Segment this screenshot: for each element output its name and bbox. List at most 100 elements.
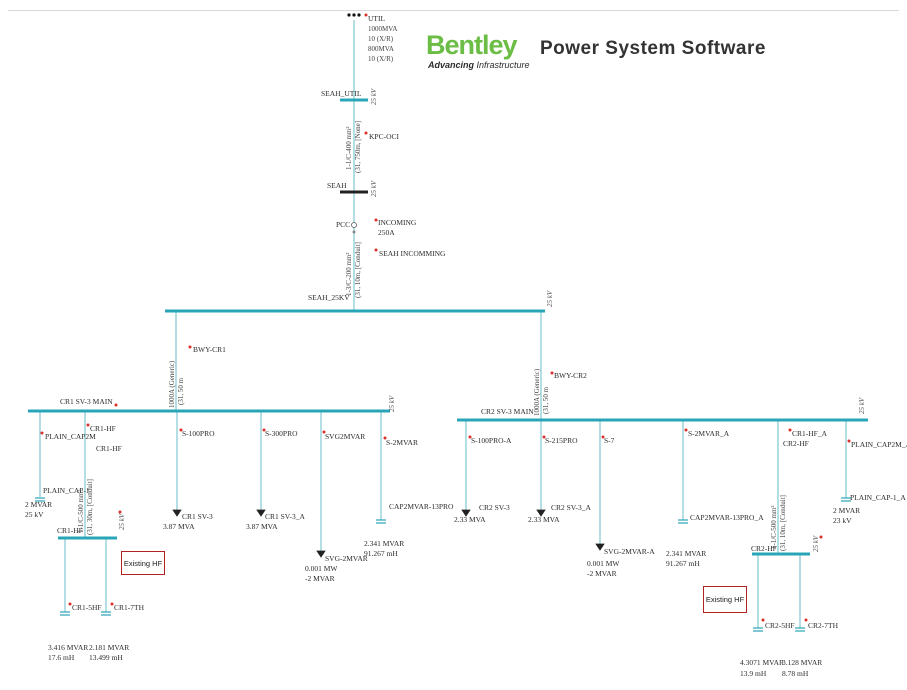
logo-tagline: Advancing Infrastructure bbox=[428, 60, 530, 70]
feeder-label: CR1-HF_A bbox=[792, 429, 828, 438]
marker-icon bbox=[788, 428, 792, 432]
bus-label: CR2-HF bbox=[751, 544, 777, 553]
filter-value: 17.6 mH bbox=[48, 653, 75, 662]
relay-label: SEAH INCOMMING bbox=[379, 249, 446, 258]
bus-kv: 25 kV bbox=[812, 535, 820, 552]
marker-icon bbox=[114, 403, 118, 407]
top-divider bbox=[8, 10, 899, 11]
filter-value: 2.341 MVAR bbox=[666, 549, 706, 558]
filter-value: 4.3071 MVAR bbox=[740, 658, 784, 667]
filter-value: 91.267 mH bbox=[364, 549, 398, 558]
load-value: -2 MVAR bbox=[305, 574, 335, 583]
marker-icon bbox=[179, 428, 183, 432]
load-value: 3.87 MVA bbox=[246, 522, 278, 531]
page-title: Power System Software bbox=[540, 38, 766, 59]
marker-icon bbox=[684, 428, 688, 432]
cable-spec: (31, 10m, [Conduit] bbox=[779, 495, 787, 551]
load-value: 3.87 MVA bbox=[163, 522, 195, 531]
marker-icon bbox=[383, 436, 387, 440]
filter-value: 91.267 mH bbox=[666, 559, 700, 568]
bus-label: CR1-HF bbox=[57, 526, 83, 535]
load-label: CR1 SV-3_A bbox=[265, 512, 306, 521]
marker-icon bbox=[86, 423, 90, 427]
marker-icon bbox=[262, 428, 266, 432]
load-icon[interactable] bbox=[461, 509, 471, 517]
bus-kv: 25 kV bbox=[388, 395, 396, 412]
feeder-label: S-215PRO bbox=[545, 436, 578, 445]
marker-icon bbox=[364, 131, 368, 135]
load-icon[interactable] bbox=[595, 543, 605, 551]
logo-tagline-rest: Infrastructure bbox=[474, 60, 530, 70]
marker-icon bbox=[364, 13, 368, 17]
cable-spec: (31, 50 m bbox=[177, 377, 185, 405]
existing-hf-box-cr1[interactable]: Existing HF bbox=[121, 551, 165, 575]
cable-spec: 1000A (Generic) bbox=[168, 360, 176, 408]
cap-kv: 23 kV bbox=[833, 516, 852, 525]
utility-detail: 1000MVA bbox=[368, 25, 397, 33]
cap-value: 2 MVAR bbox=[833, 506, 860, 515]
feeder-label: PLAIN_CAP-1_A bbox=[850, 493, 906, 502]
filter-value: 2.341 MVAR bbox=[364, 539, 404, 548]
filter-label: CR2-5HF bbox=[765, 621, 795, 630]
load-icon[interactable] bbox=[536, 509, 546, 517]
cable-spec: (31, 750m, [None] bbox=[354, 121, 362, 173]
marker-icon bbox=[374, 218, 378, 222]
utility-detail: 10 (X/R) bbox=[368, 35, 394, 43]
feeder-label: S-100PRO-A bbox=[471, 436, 512, 445]
pcc-label: PCC bbox=[336, 220, 350, 229]
feeder-label: S-100PRO bbox=[182, 429, 215, 438]
feeder-label: CR1-HF bbox=[90, 424, 116, 433]
load-icon[interactable] bbox=[256, 509, 266, 517]
filter-label: CR1-7TH bbox=[114, 603, 145, 612]
cable-spec: 1-1/C-400 mm² bbox=[345, 126, 353, 170]
marker-icon bbox=[847, 439, 851, 443]
load-label: SVG-2MVAR-A bbox=[604, 547, 655, 556]
bus-label: CR1 SV-3 MAIN bbox=[60, 397, 113, 406]
marker-icon bbox=[761, 618, 765, 622]
marker-icon bbox=[68, 602, 72, 606]
bus-kv: 25 kV bbox=[118, 513, 126, 530]
breaker-label: INCOMING bbox=[378, 218, 417, 227]
filter-label: CAP2MVAR-13PRO bbox=[389, 502, 454, 511]
filter-label: CR1-5HF bbox=[72, 603, 102, 612]
cable-spec: (31, 30m, [Conduit] bbox=[86, 479, 94, 535]
utility-source-icon[interactable] bbox=[347, 13, 361, 17]
bus-kv: 25 kV bbox=[858, 397, 866, 414]
cable-spec: 1-1/C-500 mm² bbox=[77, 489, 85, 533]
feeder-label: CR1-HF bbox=[96, 444, 122, 453]
filter-value: 3.416 MVAR bbox=[48, 643, 88, 652]
pcc-breaker-icon[interactable] bbox=[351, 222, 357, 228]
load-label: CR2 SV-3 bbox=[479, 503, 510, 512]
existing-hf-box-cr2[interactable]: Existing HF bbox=[703, 586, 747, 613]
marker-icon bbox=[550, 371, 554, 375]
marker-icon bbox=[804, 618, 808, 622]
marker-icon bbox=[40, 431, 44, 435]
feeder-label: PLAIN_CAP-1 bbox=[43, 486, 90, 495]
utility-name: UTIL bbox=[368, 14, 385, 23]
breaker-rating: 250A bbox=[378, 228, 395, 237]
cable-spec: 1-1/C-500 mm² bbox=[770, 505, 778, 549]
bus-kv: 25 kV bbox=[370, 88, 378, 105]
feeder-label: S-7 bbox=[604, 436, 615, 445]
load-icon[interactable] bbox=[316, 550, 326, 558]
cable-spec: 1-3/C-200 mm² bbox=[345, 252, 353, 296]
load-label: SVG-2MVAR bbox=[325, 554, 368, 563]
bus-label: CR2 SV-3 MAIN bbox=[481, 407, 534, 416]
marker-icon bbox=[819, 535, 823, 539]
filter-value: 3.128 MVAR bbox=[782, 658, 822, 667]
cap-value: 2 MVAR bbox=[25, 500, 52, 509]
bus-label: SEAH bbox=[327, 181, 347, 190]
cable-label: KPC-OCI bbox=[369, 132, 400, 141]
utility-detail: 10 (X/R) bbox=[368, 55, 394, 63]
filter-value: 8.78 mH bbox=[782, 669, 809, 678]
load-value: 0.001 MW bbox=[305, 564, 338, 573]
marker-icon bbox=[468, 435, 472, 439]
marker-icon bbox=[118, 510, 122, 514]
marker-icon bbox=[601, 435, 605, 439]
utility-detail: 800MVA bbox=[368, 45, 394, 53]
load-icon[interactable] bbox=[172, 509, 182, 517]
logo-tagline-bold: Advancing bbox=[428, 60, 475, 70]
bus-kv: 25 kV bbox=[370, 180, 378, 197]
feeder-label: S-2MVAR_A bbox=[688, 429, 730, 438]
